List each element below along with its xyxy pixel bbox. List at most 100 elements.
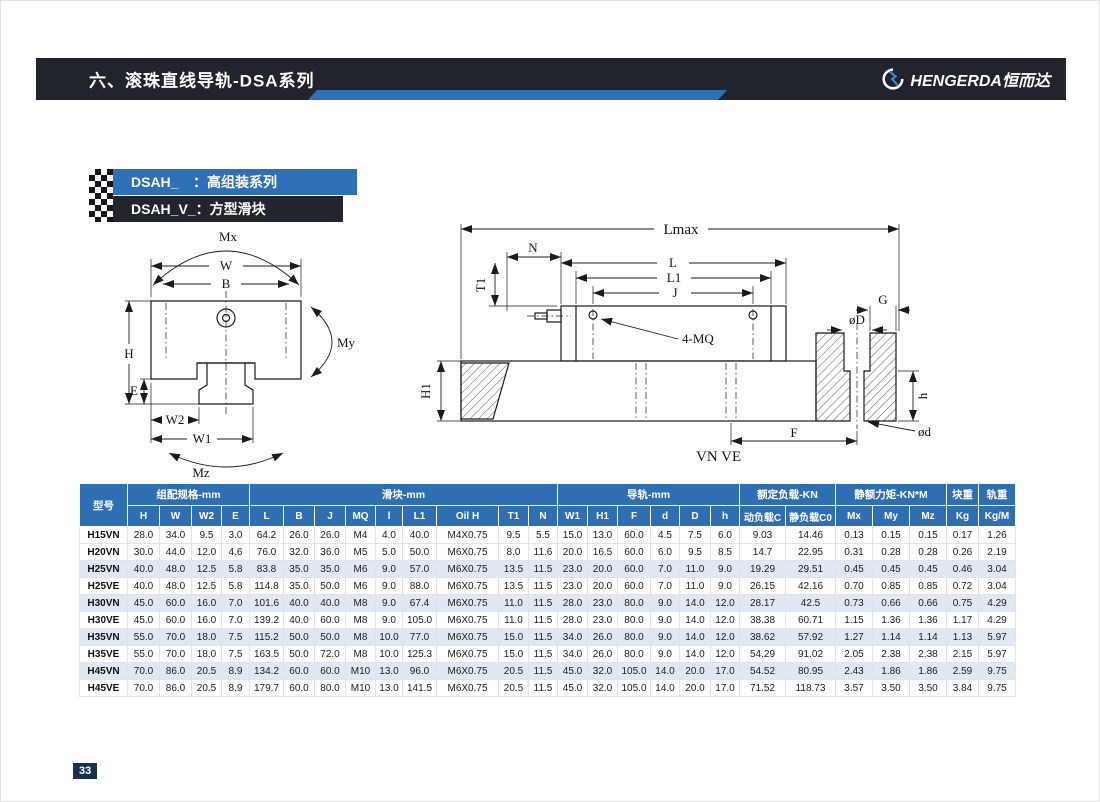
value-cell: 1.17 [947, 612, 979, 629]
value-cell: 38.62 [740, 629, 786, 646]
value-cell: 13.0 [588, 527, 618, 544]
col-subheader: My [873, 506, 910, 527]
value-cell: 11.5 [529, 595, 558, 612]
value-cell: 9.5 [192, 527, 222, 544]
value-cell: 9.0 [651, 646, 680, 663]
col-subheader: W [160, 506, 192, 527]
value-cell: 14.7 [740, 544, 786, 561]
value-cell: 2.19 [979, 544, 1016, 561]
value-cell: 9.75 [979, 680, 1016, 697]
value-cell: 11.5 [529, 561, 558, 578]
value-cell: 40.0 [284, 612, 315, 629]
col-subheader: h [711, 506, 740, 527]
value-cell: 4.29 [979, 612, 1016, 629]
value-cell: 9.75 [979, 663, 1016, 680]
value-cell: 54.29 [740, 646, 786, 663]
value-cell: 0.45 [873, 561, 910, 578]
value-cell: 88.0 [403, 578, 437, 595]
value-cell: 32.0 [284, 544, 315, 561]
value-cell: 1.14 [910, 629, 947, 646]
dim-label-l: L [669, 255, 677, 270]
value-cell: 60.0 [284, 663, 315, 680]
table-row: H45VN70.086.020.58.9134.260.060.0M1013.0… [80, 663, 1016, 680]
value-cell: M6X0.75 [437, 578, 499, 595]
value-cell: 4.0 [376, 527, 403, 544]
value-cell: 60.71 [786, 612, 836, 629]
value-cell: 2.15 [947, 646, 979, 663]
value-cell: 9.0 [651, 612, 680, 629]
brand-logo-icon [882, 68, 904, 90]
value-cell: 1.26 [979, 527, 1016, 544]
value-cell: 9.03 [740, 527, 786, 544]
value-cell: 5.0 [376, 544, 403, 561]
technical-drawing: Mx W B H [41, 211, 1061, 479]
value-cell: 30.0 [128, 544, 160, 561]
value-cell: 11.5 [529, 629, 558, 646]
col-subheader: L [250, 506, 284, 527]
dim-label-l1: L1 [667, 270, 681, 285]
value-cell: 141.5 [403, 680, 437, 697]
front-view-drawing: Mx W B H [124, 229, 355, 479]
dim-label-w2: W2 [166, 412, 185, 427]
value-cell: 23.0 [588, 612, 618, 629]
value-cell: 60.0 [618, 527, 651, 544]
value-cell: 76.0 [250, 544, 284, 561]
value-cell: 0.26 [947, 544, 979, 561]
value-cell: 80.0 [618, 612, 651, 629]
value-cell: M6X0.75 [437, 612, 499, 629]
col-subheader: Kg/M [979, 506, 1016, 527]
value-cell: M6X0.75 [437, 646, 499, 663]
value-cell: 9.5 [680, 544, 711, 561]
value-cell: 0.70 [836, 578, 873, 595]
value-cell: 15.0 [499, 646, 529, 663]
model-cell: H25VN [80, 561, 128, 578]
col-subheader: D [680, 506, 711, 527]
value-cell: 9.5 [499, 527, 529, 544]
value-cell: 1.27 [836, 629, 873, 646]
col-subheader: E [222, 506, 250, 527]
value-cell: 0.46 [947, 561, 979, 578]
value-cell: 14.0 [680, 629, 711, 646]
value-cell: 105.0 [403, 612, 437, 629]
value-cell: 0.15 [910, 527, 947, 544]
value-cell: 40.0 [128, 561, 160, 578]
col-subheader: 动负载C [740, 506, 786, 527]
series-desc: ：高组装系列 [193, 172, 277, 192]
value-cell: 50.0 [284, 629, 315, 646]
dim-label-g: G [878, 292, 887, 307]
value-cell: 34.0 [558, 646, 588, 663]
value-cell: 14.0 [651, 663, 680, 680]
value-cell: 80.0 [618, 646, 651, 663]
value-cell: 20.0 [680, 680, 711, 697]
value-cell: 13.5 [499, 561, 529, 578]
col-group-header: 组配规格-mm [128, 484, 250, 506]
value-cell: 2.05 [836, 646, 873, 663]
value-cell: 11.5 [529, 612, 558, 629]
value-cell: 80.0 [618, 629, 651, 646]
col-subheader: T1 [499, 506, 529, 527]
col-subheader: H1 [588, 506, 618, 527]
value-cell: 134.2 [250, 663, 284, 680]
value-cell: 32.0 [588, 680, 618, 697]
value-cell: 50.0 [315, 629, 346, 646]
value-cell: 26.0 [315, 527, 346, 544]
value-cell: 0.13 [836, 527, 873, 544]
value-cell: 1.86 [910, 663, 947, 680]
value-cell: 5.5 [529, 527, 558, 544]
col-subheader: Oil H [437, 506, 499, 527]
value-cell: 0.31 [836, 544, 873, 561]
model-cell: H30VE [80, 612, 128, 629]
dim-label-h: H [124, 346, 133, 361]
model-cell: H30VN [80, 595, 128, 612]
value-cell: 2.43 [836, 663, 873, 680]
value-cell: 60.0 [618, 561, 651, 578]
value-cell: 34.0 [160, 527, 192, 544]
table-row: H30VN45.060.016.07.0101.640.040.0M89.067… [80, 595, 1016, 612]
value-cell: 125.3 [403, 646, 437, 663]
dim-label-4mq: 4-MQ [682, 331, 714, 346]
value-cell: 1.13 [947, 629, 979, 646]
value-cell: 2.59 [947, 663, 979, 680]
value-cell: 42.5 [786, 595, 836, 612]
value-cell: 9.0 [711, 578, 740, 595]
